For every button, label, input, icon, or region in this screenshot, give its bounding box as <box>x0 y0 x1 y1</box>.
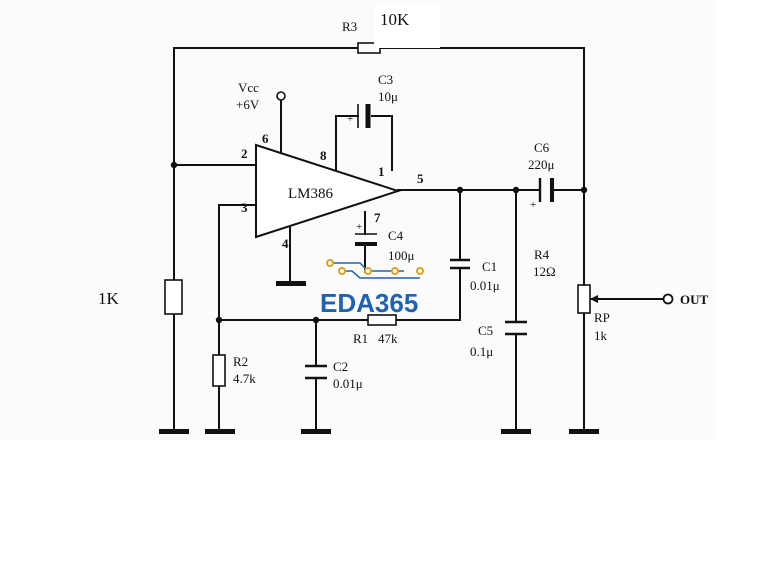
r1-ref: R1 <box>353 331 368 346</box>
c6-value: 220μ <box>528 157 555 172</box>
c4-ref: C4 <box>388 228 404 243</box>
resistor-r2: R2 4.7k <box>212 354 256 387</box>
svg-text:+: + <box>530 199 536 211</box>
r2-ref: R2 <box>233 354 248 369</box>
c5-ref: C5 <box>478 323 493 338</box>
pin-2-label: 2 <box>241 146 248 161</box>
c5-value: 0.1μ <box>470 344 493 359</box>
pin-6-label: 6 <box>262 131 269 146</box>
resistor-r4-label: R4 12Ω <box>533 247 556 279</box>
r2-value: 4.7k <box>233 371 256 386</box>
pin-1-label: 1 <box>378 164 385 179</box>
eda365-watermark-logo: EDA365 <box>320 259 424 318</box>
c1-ref: C1 <box>482 259 497 274</box>
pin-8-label: 8 <box>320 148 327 163</box>
c6-ref: C6 <box>534 140 550 155</box>
resistor-r3: R3 10K <box>342 4 440 54</box>
vcc-voltage: +6V <box>236 97 260 112</box>
wires <box>173 47 665 431</box>
c2-value: 0.01μ <box>333 376 363 391</box>
watermark-text: EDA365 <box>320 288 418 318</box>
c3-value: 10μ <box>378 89 398 104</box>
r1-value: 47k <box>378 331 398 346</box>
output-terminal: OUT <box>662 292 709 307</box>
capacitor-c4: + C4 100μ <box>355 221 415 263</box>
c1-value: 0.01μ <box>470 278 500 293</box>
vcc-terminal: Vcc +6V <box>236 80 286 112</box>
r4-ref: R4 <box>534 247 550 262</box>
pin-5-label: 5 <box>417 171 424 186</box>
pin-7-label: 7 <box>374 210 381 225</box>
pin-3-label: 3 <box>241 200 248 215</box>
junctions <box>170 161 588 324</box>
svg-text:+: + <box>347 113 353 125</box>
capacitor-c1: C1 0.01μ <box>450 258 500 293</box>
capacitor-c6: + C6 220μ <box>528 140 555 211</box>
resistor-input-1k: 1K <box>98 279 183 315</box>
r3-value: 10K <box>380 10 410 29</box>
capacitor-c3: + C3 10μ <box>347 72 398 128</box>
c3-ref: C3 <box>378 72 393 87</box>
capacitor-c2: C2 0.01μ <box>305 359 363 391</box>
ground-symbols <box>159 281 599 434</box>
c4-value: 100μ <box>388 248 415 263</box>
schematic-background <box>0 0 716 440</box>
output-label: OUT <box>680 292 709 307</box>
r3-ref: R3 <box>342 19 357 34</box>
lm386-amplifier: LM386 2 3 4 5 6 7 8 1 <box>241 131 424 251</box>
capacitor-c5: C5 0.1μ <box>470 320 527 359</box>
lm386-label: LM386 <box>288 186 334 202</box>
r-input-value: 1K <box>98 289 120 308</box>
pin-4-label: 4 <box>282 236 289 251</box>
c2-ref: C2 <box>333 359 348 374</box>
rp-ref: RP <box>594 310 610 325</box>
r4-value: 12Ω <box>533 264 556 279</box>
svg-text:+: + <box>356 221 362 233</box>
resistor-r1: R1 47k <box>353 314 398 346</box>
vcc-label: Vcc <box>238 80 259 95</box>
potentiometer-rp: RP 1k <box>577 284 610 343</box>
rp-value: 1k <box>594 328 608 343</box>
